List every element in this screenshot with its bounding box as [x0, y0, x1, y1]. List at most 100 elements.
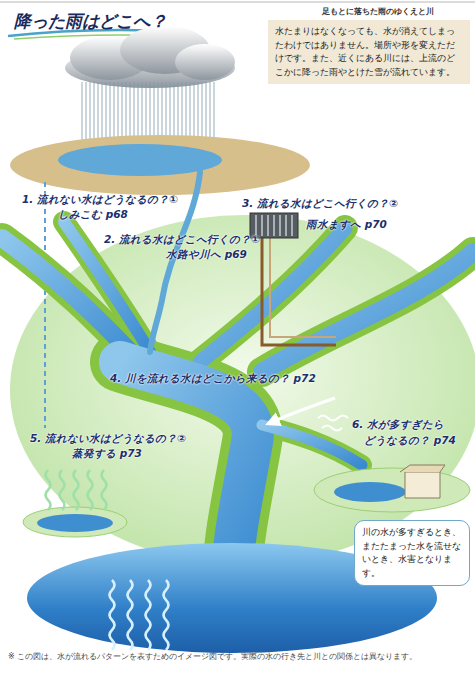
callout-label: 水路や川へ p69	[166, 248, 247, 262]
intro-box: 水たまりはなくなっても、水が消えてしまったわけではありません。場所や形を変えただ…	[268, 20, 470, 84]
lake-vapor	[110, 580, 169, 650]
rain-line	[182, 82, 183, 140]
right-puddle	[314, 465, 470, 512]
rain-line	[154, 82, 155, 140]
title-swoosh-part	[0, 2, 475, 3]
rain-line	[130, 82, 131, 140]
rain-line	[158, 82, 159, 140]
storm-drain-part-part	[267, 215, 269, 236]
rain	[82, 82, 214, 140]
storm-drain-part	[270, 238, 336, 337]
right-puddle-part	[334, 482, 406, 502]
rain-line	[186, 82, 187, 140]
rain-line	[174, 82, 175, 140]
storm-drain-part-part	[273, 215, 275, 236]
storm-drain-part-part	[285, 215, 287, 236]
left-puddle	[23, 507, 127, 537]
note-box: 川の水が多すぎるとき、またたまった水を流せないとき、水害となります。	[354, 520, 470, 586]
evaporation	[46, 470, 107, 510]
vapor-wave	[128, 580, 133, 650]
seepage-line-part	[44, 182, 46, 428]
rain-line	[142, 82, 143, 140]
seepage-line	[45, 182, 46, 428]
river-banks-part	[262, 252, 473, 372]
ground-puddle	[10, 135, 310, 195]
rain-line	[178, 82, 179, 140]
storm-drain-part	[262, 238, 336, 345]
rain-line	[162, 82, 163, 140]
rain-line	[138, 82, 139, 140]
cloud	[65, 26, 235, 88]
vapor-wave	[146, 580, 151, 650]
callout-label: 1. 流れない水はどうなるの？①	[22, 193, 178, 207]
box-text: 川の水が多すぎるとき、またたまった水を流せないとき、水害となります。	[362, 526, 462, 580]
vapor-wave	[60, 470, 65, 510]
box-text: 水たまりはなくなっても、水が消えてしまったわけではありません。場所や形を変えただ…	[275, 25, 463, 79]
flow-arrow	[272, 398, 348, 431]
river-part	[262, 425, 362, 465]
rain-line	[126, 82, 127, 140]
cloud-part	[175, 44, 235, 80]
footnote: ※ この図は、水が流れるパターンを表すためのイメージ図です。実際の水の行き先と川…	[8, 652, 463, 663]
rain-line	[114, 82, 115, 140]
callout-label: 6. 水が多すぎたら	[352, 418, 444, 432]
flow-arrow-part	[318, 416, 348, 421]
rain-line	[94, 82, 95, 140]
rain-line	[202, 82, 203, 140]
storm-drain-part-part	[255, 215, 257, 236]
callout-label: 4. 川を流れる水はどこから来るの？ p72	[110, 372, 316, 386]
rain-line	[198, 82, 199, 140]
rain-line	[98, 82, 99, 140]
right-puddle-part	[400, 465, 445, 472]
rain-line	[118, 82, 119, 140]
rain-line	[210, 82, 211, 140]
right-puddle-part	[405, 472, 440, 498]
river	[2, 222, 473, 585]
vapor-wave	[164, 580, 169, 650]
callout-label: 蒸発する p73	[72, 447, 142, 461]
callout-label: しみこむ p68	[58, 208, 128, 222]
callout-label: 雨水ますへ p70	[306, 218, 387, 232]
callout-label: 3. 流れる水はどこへ行くの？②	[242, 197, 398, 211]
rain-line	[190, 82, 191, 140]
title: 降った雨はどこへ？	[14, 10, 167, 33]
storm-drain-part-part	[279, 215, 281, 236]
left-puddle-part	[23, 507, 127, 537]
vapor-wave	[88, 470, 93, 510]
rain-line	[86, 82, 87, 140]
rain-line	[102, 82, 103, 140]
river-banks-part	[262, 425, 362, 465]
river-part	[262, 252, 473, 372]
callout-label: どうなるの？ p74	[364, 434, 456, 448]
callout-label: 2. 流れる水はどこへ行くの？①	[104, 233, 260, 247]
rain-line	[110, 82, 111, 140]
ground-puddle-part	[10, 135, 310, 195]
rain-line	[150, 82, 151, 140]
rain-line	[146, 82, 147, 140]
left-puddle-part	[37, 514, 113, 532]
rain-line	[166, 82, 167, 140]
header-note: 足もとに落ちた雨のゆくえと川	[322, 6, 434, 17]
rain-line	[134, 82, 135, 140]
river-banks	[2, 222, 473, 585]
callout-label: 5. 流れない水はどうなるの？②	[30, 432, 186, 446]
vapor-wave	[110, 580, 115, 650]
flow-arrow-part	[272, 398, 335, 422]
vapor-wave	[102, 470, 107, 510]
flow-arrow-part	[322, 426, 342, 431]
rain-line	[82, 82, 83, 140]
storm-drain-part	[256, 215, 292, 236]
rain-line	[90, 82, 91, 140]
storm-drain	[250, 213, 336, 345]
rain-line	[170, 82, 171, 140]
rain-line	[122, 82, 123, 140]
rain-line	[206, 82, 207, 140]
right-puddle-part	[314, 468, 470, 512]
vapor-wave	[74, 470, 79, 510]
rain-line	[194, 82, 195, 140]
storm-drain-part-part	[291, 215, 293, 236]
vapor-wave	[46, 470, 51, 510]
storm-drain-part-part	[261, 215, 263, 236]
rain-line	[214, 82, 215, 140]
